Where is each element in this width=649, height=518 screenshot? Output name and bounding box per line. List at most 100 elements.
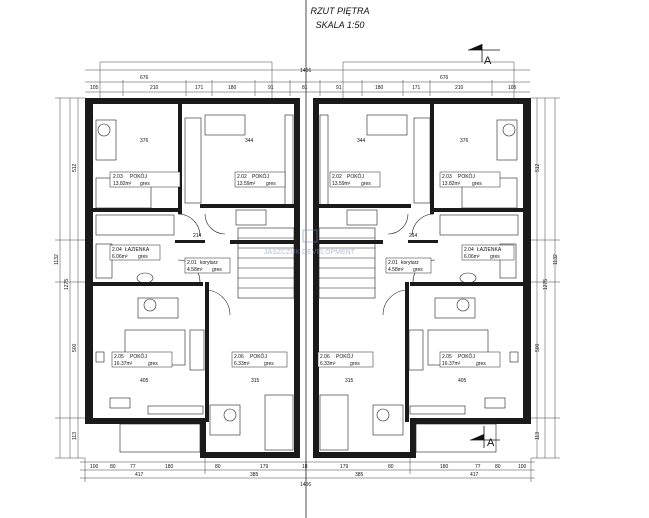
dim-bot-center: 18	[302, 464, 308, 470]
dim-right-5: 113	[535, 432, 541, 440]
dim-right-4: 500	[535, 343, 541, 352]
svg-text:6.33m²: 6.33m²	[320, 361, 336, 367]
svg-text:214: 214	[409, 233, 418, 239]
svg-text:2.04: 2.04	[464, 247, 474, 253]
svg-text:ŁAZIENKA: ŁAZIENKA	[125, 247, 150, 253]
room-label-2-05-left: 2.05 POKÓJ 16.37m² gres	[111, 351, 173, 368]
dim-bot-l1: 100	[90, 464, 99, 470]
dim-top-center: 81	[302, 85, 308, 91]
total-width-bottom: 1406	[300, 482, 311, 488]
svg-text:POKÓJ: POKÓJ	[252, 173, 269, 180]
dim-bot-l4: 180	[165, 464, 174, 470]
right-dimensions	[531, 97, 560, 459]
balconies	[109, 397, 506, 453]
dim-bot-lsum2: 385	[250, 472, 259, 478]
svg-text:POKÓJ: POKÓJ	[458, 173, 475, 180]
dim-bot-rsum1: 385	[355, 472, 364, 478]
svg-text:6.06m²: 6.06m²	[112, 254, 128, 260]
section-marker-label: A	[484, 55, 492, 67]
svg-text:ŁAZIENKA: ŁAZIENKA	[477, 247, 502, 253]
svg-text:gres: gres	[490, 254, 500, 260]
svg-text:13.82m²: 13.82m²	[442, 181, 461, 187]
room-label-2-06-right: 2.06 POKÓJ 6.33m² gres	[317, 351, 374, 368]
svg-text:2.06: 2.06	[234, 354, 244, 360]
svg-text:16.37m²: 16.37m²	[442, 361, 461, 367]
room-label-2-01-right: 2.01 korytarz 4.58m² gres	[385, 257, 432, 274]
svg-text:315: 315	[345, 378, 354, 384]
svg-text:16.37m²: 16.37m²	[114, 361, 133, 367]
svg-text:gres: gres	[413, 267, 423, 273]
drawing-scale: SKALA 1:50	[315, 20, 365, 30]
svg-text:2.05: 2.05	[114, 354, 124, 360]
svg-text:2.06: 2.06	[320, 354, 330, 360]
svg-text:POKÓJ: POKÓJ	[336, 353, 353, 360]
dim-left-3: 512	[72, 163, 78, 172]
dim-bot-r6: 100	[518, 464, 527, 470]
staircase	[237, 227, 376, 299]
room-label-2-02-right: 2.02 POKÓJ 13.59m² gres	[329, 171, 381, 188]
svg-text:4.58m²: 4.58m²	[187, 267, 203, 273]
room-label-2-03-left: 2.03 POKÓJ 13.82m² gres	[109, 171, 181, 188]
svg-text:gres: gres	[472, 181, 482, 187]
dim-top-r3: 171	[412, 85, 421, 91]
svg-text:344: 344	[245, 138, 254, 144]
bottom-dimensions	[80, 458, 535, 482]
room-label-2-01-left: 2.01 korytarz 4.58m² gres	[184, 257, 231, 274]
room-label-2-05-right: 2.05 POKÓJ 16.37m² gres	[439, 351, 501, 368]
svg-text:POKÓJ: POKÓJ	[458, 353, 475, 360]
dim-left-5: 113	[72, 432, 78, 440]
dim-top-right-outer: 676	[440, 75, 449, 81]
dim-bot-lsum1: 417	[135, 472, 144, 478]
dim-top-r1: 91	[336, 85, 342, 91]
dim-top-l4: 180	[228, 85, 237, 91]
outer-walls	[85, 98, 531, 458]
dim-right-1: 1132	[553, 254, 559, 265]
svg-text:gres: gres	[148, 361, 158, 367]
room-label-2-03-right: 2.03 POKÓJ 13.82m² gres	[439, 171, 501, 188]
dim-right-3: 512	[535, 163, 541, 172]
svg-text:2.03: 2.03	[442, 174, 452, 180]
dim-bot-l3: 77	[130, 464, 136, 470]
dim-bot-r5: 80	[495, 464, 501, 470]
svg-text:2.01: 2.01	[388, 260, 398, 266]
desks	[95, 119, 518, 436]
svg-text:6.06m²: 6.06m²	[464, 254, 480, 260]
dim-top-r2: 180	[375, 85, 384, 91]
room-label-2-04-left: 2.04 ŁAZIENKA 6.06m² gres	[109, 244, 161, 261]
dim-bot-r3: 180	[440, 464, 449, 470]
svg-text:214: 214	[193, 233, 202, 239]
svg-text:korytarz: korytarz	[401, 260, 419, 266]
svg-text:2.04: 2.04	[112, 247, 122, 253]
bathroom-fixtures	[95, 243, 519, 363]
svg-text:13.82m²: 13.82m²	[113, 181, 132, 187]
dim-bot-rsum2: 417	[470, 472, 479, 478]
dim-top-l2: 210	[150, 85, 159, 91]
svg-text:gres: gres	[476, 361, 486, 367]
section-marker-bottom: A	[470, 426, 500, 449]
svg-text:405: 405	[140, 378, 149, 384]
svg-text:376: 376	[140, 138, 149, 144]
svg-text:2.03: 2.03	[113, 174, 123, 180]
wardrobes	[95, 114, 519, 371]
svg-text:gres: gres	[140, 181, 150, 187]
svg-text:6.33m²: 6.33m²	[234, 361, 250, 367]
doors	[177, 213, 436, 316]
dim-bot-r4: 77	[475, 464, 481, 470]
inner-dimensions: 376 344 344 376 214 214 405 315 315 405	[140, 138, 469, 384]
section-marker-label-bottom: A	[487, 437, 495, 449]
svg-text:2.01: 2.01	[187, 260, 197, 266]
dim-left-1: 1132	[54, 254, 60, 265]
svg-text:315: 315	[251, 378, 260, 384]
svg-text:POKÓJ: POKÓJ	[250, 353, 267, 360]
dim-bot-l6: 179	[260, 464, 269, 470]
room-label-2-04-right: 2.04 ŁAZIENKA 6.06m² gres	[461, 244, 515, 261]
room-label-2-06-left: 2.06 POKÓJ 6.33m² gres	[231, 351, 288, 368]
svg-text:2.05: 2.05	[442, 354, 452, 360]
drawing-title: RZUT PIĘTRA	[310, 6, 370, 16]
svg-text:gres: gres	[350, 361, 360, 367]
total-width-top: 1406	[300, 68, 311, 74]
dim-bot-l2: 80	[110, 464, 116, 470]
top-dimensions	[85, 61, 530, 100]
watermark-logo: JASZCZUK DEVELOPMENT	[264, 229, 356, 256]
